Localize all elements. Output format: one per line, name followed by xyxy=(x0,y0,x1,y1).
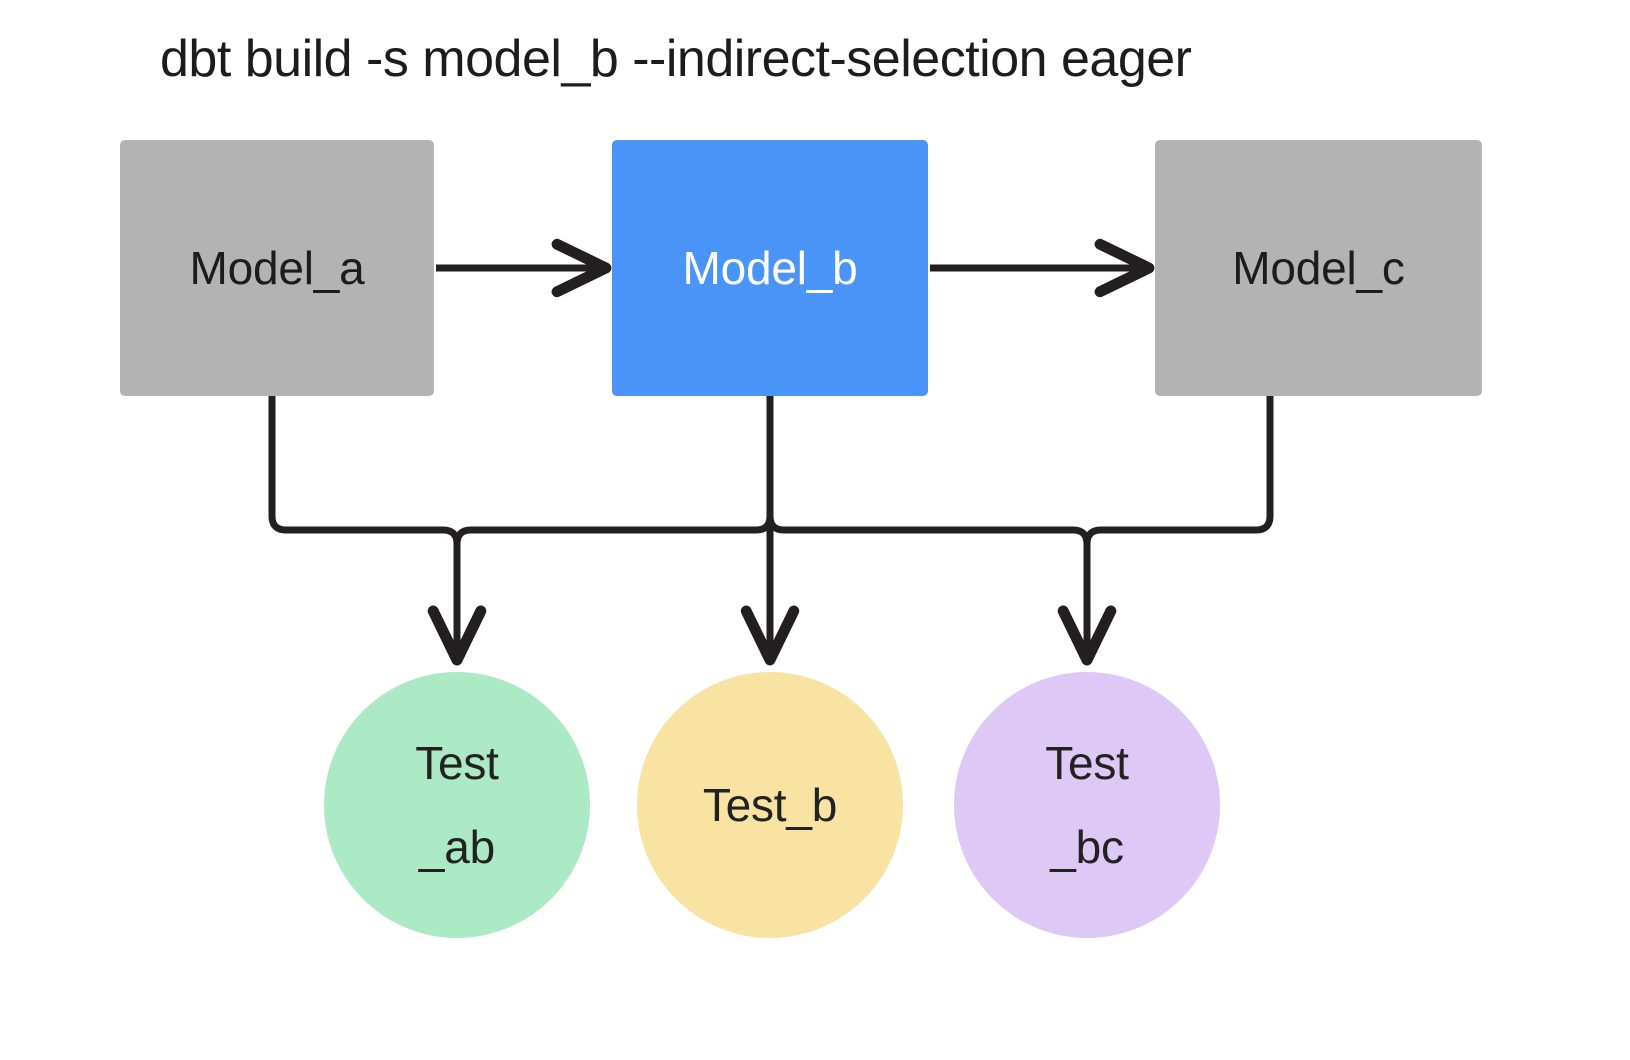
node-test-b[interactable]: Test_b xyxy=(637,672,903,938)
node-model-c[interactable]: Model_c xyxy=(1155,140,1482,396)
node-test-b-label: Test_b xyxy=(702,779,838,831)
node-model-c-label: Model_c xyxy=(1232,242,1405,294)
edge-model-c-to-test-bc xyxy=(1057,396,1274,666)
edge-model-b-to-test-bc xyxy=(766,396,1117,666)
diagram-title: dbt build -s model_b --indirect-selectio… xyxy=(160,30,1192,88)
edge-model-b-to-test-ab xyxy=(427,396,774,666)
node-model-b-label: Model_b xyxy=(682,242,858,294)
node-test-bc[interactable]: Test _bc xyxy=(954,672,1220,938)
node-model-a[interactable]: Model_a xyxy=(120,140,434,396)
node-test-ab[interactable]: Test _ab xyxy=(324,672,590,938)
node-test-bc-label: Test _bc xyxy=(1045,737,1129,873)
edge-model-a-to-test-ab xyxy=(268,396,487,666)
node-model-b[interactable]: Model_b xyxy=(612,140,928,396)
node-model-a-label: Model_a xyxy=(189,242,365,294)
node-test-ab-label: Test _ab xyxy=(415,737,499,873)
